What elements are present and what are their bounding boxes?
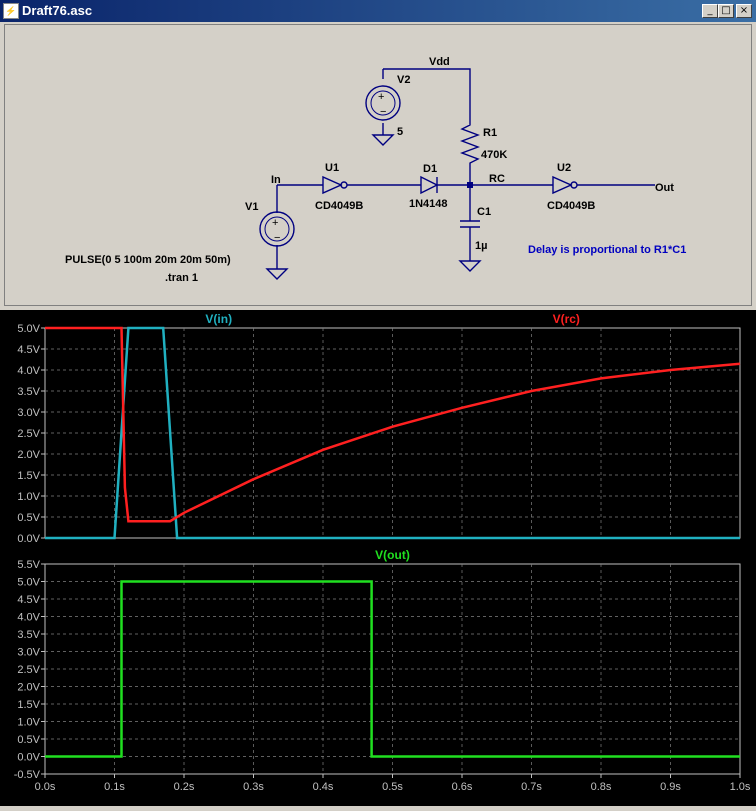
series-line-v-out — [45, 580, 740, 758]
y-tick-label: 5.0V — [17, 577, 40, 589]
label-c1: C1 — [477, 206, 491, 218]
x-tick-label: 0.3s — [243, 781, 264, 793]
label-r1-value: 470K — [481, 149, 507, 161]
label-d1: D1 — [423, 163, 437, 175]
y-tick-label: -0.5V — [14, 769, 41, 781]
x-tick-label: 0.7s — [521, 781, 542, 793]
y-tick-label: 1.0V — [17, 491, 40, 503]
y-tick-label: 5.0V — [17, 323, 40, 335]
y-tick-label: 1.5V — [17, 699, 40, 711]
y-tick-label: 3.0V — [17, 647, 40, 659]
schematic-wires — [259, 68, 655, 280]
x-tick-label: 1.0s — [730, 781, 751, 793]
label-r1: R1 — [483, 127, 497, 139]
close-button[interactable]: × — [736, 4, 752, 18]
svg-text:+: + — [378, 91, 384, 103]
y-tick-label: 3.5V — [17, 629, 40, 641]
series-line-v-rc — [45, 326, 741, 523]
legend-v-rc: V(rc) — [553, 312, 580, 326]
x-tick-label: 0.1s — [104, 781, 125, 793]
y-tick-label: 0.0V — [17, 752, 40, 764]
svg-text:+: + — [272, 217, 278, 229]
x-tick-label: 0.6s — [452, 781, 473, 793]
y-tick-label: 4.5V — [17, 344, 40, 356]
source-inner-circles — [264, 90, 396, 242]
x-tick-label: 0.9s — [660, 781, 681, 793]
x-tick-label: 0.4s — [313, 781, 334, 793]
y-tick-label: 2.5V — [17, 428, 40, 440]
y-tick-label: 4.0V — [17, 612, 40, 624]
label-v2-value: 5 — [397, 126, 403, 138]
label-v2: V2 — [397, 74, 410, 86]
y-tick-label: 2.0V — [17, 449, 40, 461]
x-tick-label: 0.5s — [382, 781, 403, 793]
pane-bottom[interactable]: -0.5V 0.0V 0.5V 1.0V 1.5V 2.0V 2.5V 3.0V 3.5V 4.0… — [14, 548, 751, 793]
y-tick-label: 0.5V — [17, 512, 40, 524]
maximize-button[interactable]: □ — [718, 4, 734, 18]
series-line-v-in — [45, 326, 740, 540]
x-tick-label: 0.2s — [174, 781, 195, 793]
label-u2: U2 — [557, 162, 571, 174]
y-tick-label: 1.5V — [17, 470, 40, 482]
app-icon: ⚡ — [3, 3, 19, 19]
waveform-canvas[interactable]: 0.0V 0.5V 1.0V 1.5V 2.0V 2.5V 3.0V 3.5V 4.0V 4.5V… — [0, 310, 756, 806]
label-vdd: Vdd — [429, 56, 450, 68]
label-d1-part: 1N4148 — [409, 198, 448, 210]
y-tick-label: 2.0V — [17, 682, 40, 694]
schematic-editor[interactable]: + − + − Vdd V2 5 R1 470K In U1 CD4049B D1 … — [4, 24, 752, 306]
label-rc: RC — [489, 173, 505, 185]
label-comment: Delay is proportional to R1*C1 — [528, 244, 686, 256]
x-tick-label: 0.0s — [35, 781, 56, 793]
label-out: Out — [655, 182, 674, 194]
y-tick-label: 5.5V — [17, 559, 40, 571]
y-tick-label: 3.5V — [17, 386, 40, 398]
window-title: Draft76.asc — [22, 3, 93, 18]
schematic-labels: Vdd V2 5 R1 470K In U1 CD4049B D1 1N4148… — [65, 56, 686, 284]
svg-text:−: − — [380, 106, 386, 118]
label-u1: U1 — [325, 162, 339, 174]
legend-v-in: V(in) — [205, 312, 232, 326]
pane-top[interactable]: 0.0V 0.5V 1.0V 1.5V 2.0V 2.5V 3.0V 3.5V 4.0V 4.5V… — [17, 312, 741, 545]
y-tick-label: 1.0V — [17, 717, 40, 729]
source-polarity: + − + − — [272, 91, 386, 244]
label-tran: .tran 1 — [165, 272, 198, 284]
rc-junction-dot — [467, 182, 473, 188]
y-tick-label: 0.0V — [17, 533, 40, 545]
minimize-button[interactable]: _ — [702, 4, 718, 18]
y-tick-label: 4.0V — [17, 365, 40, 377]
label-pulse: PULSE(0 5 100m 20m 20m 50m) — [65, 254, 231, 266]
label-u2-part: CD4049B — [547, 200, 595, 212]
label-u1-part: CD4049B — [315, 200, 363, 212]
svg-text:−: − — [274, 232, 280, 244]
y-tick-label: 3.0V — [17, 407, 40, 419]
y-tick-label: 0.5V — [17, 734, 40, 746]
label-c1-value: 1µ — [475, 240, 487, 252]
label-in: In — [271, 174, 281, 186]
legend-v-out: V(out) — [375, 548, 410, 562]
waveform-viewer[interactable]: 0.0V 0.5V 1.0V 1.5V 2.0V 2.5V 3.0V 3.5V 4.0V 4.5V… — [0, 310, 756, 806]
schematic-canvas[interactable]: + − + − Vdd V2 5 R1 470K In U1 CD4049B D1 … — [5, 25, 751, 305]
window-titlebar[interactable]: ⚡ Draft76.asc _ □ × — [0, 0, 756, 22]
x-tick-label: 0.8s — [591, 781, 612, 793]
label-v1: V1 — [245, 201, 258, 213]
y-tick-label: 2.5V — [17, 664, 40, 676]
y-tick-label: 4.5V — [17, 594, 40, 606]
